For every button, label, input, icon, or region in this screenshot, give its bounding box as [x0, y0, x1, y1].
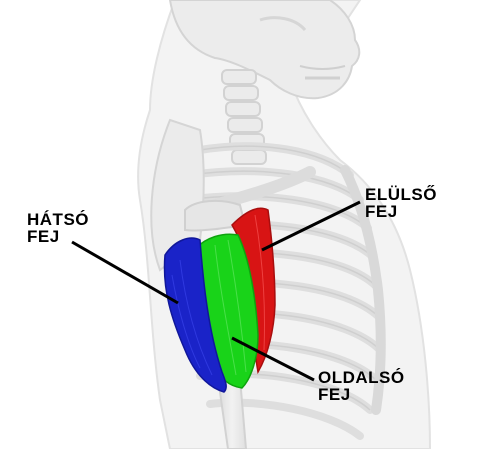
leader-line-anterior — [261, 200, 361, 252]
sternum — [340, 165, 386, 415]
label-posterior-line1: HÁTSÓ — [27, 210, 89, 229]
deltoid-posterior-head — [163, 237, 227, 393]
label-posterior-line2: FEJ — [27, 227, 60, 246]
label-anterior-line1: ELÜLSŐ — [365, 185, 437, 204]
cervical-spine — [221, 69, 267, 165]
label-anterior-head: ELÜLSŐ FEJ — [365, 186, 437, 220]
muscle-fibres — [171, 214, 266, 376]
label-anterior-line2: FEJ — [365, 202, 398, 221]
skull — [168, 0, 361, 100]
label-lateral-head: OLDALSÓ FEJ — [318, 369, 405, 403]
leader-line-posterior — [71, 240, 179, 305]
label-lateral-line2: FEJ — [318, 385, 351, 404]
label-lateral-line1: OLDALSÓ — [318, 368, 405, 387]
leader-line-lateral — [231, 336, 315, 382]
label-posterior-head: HÁTSÓ FEJ — [27, 211, 89, 245]
scapula — [150, 118, 205, 272]
